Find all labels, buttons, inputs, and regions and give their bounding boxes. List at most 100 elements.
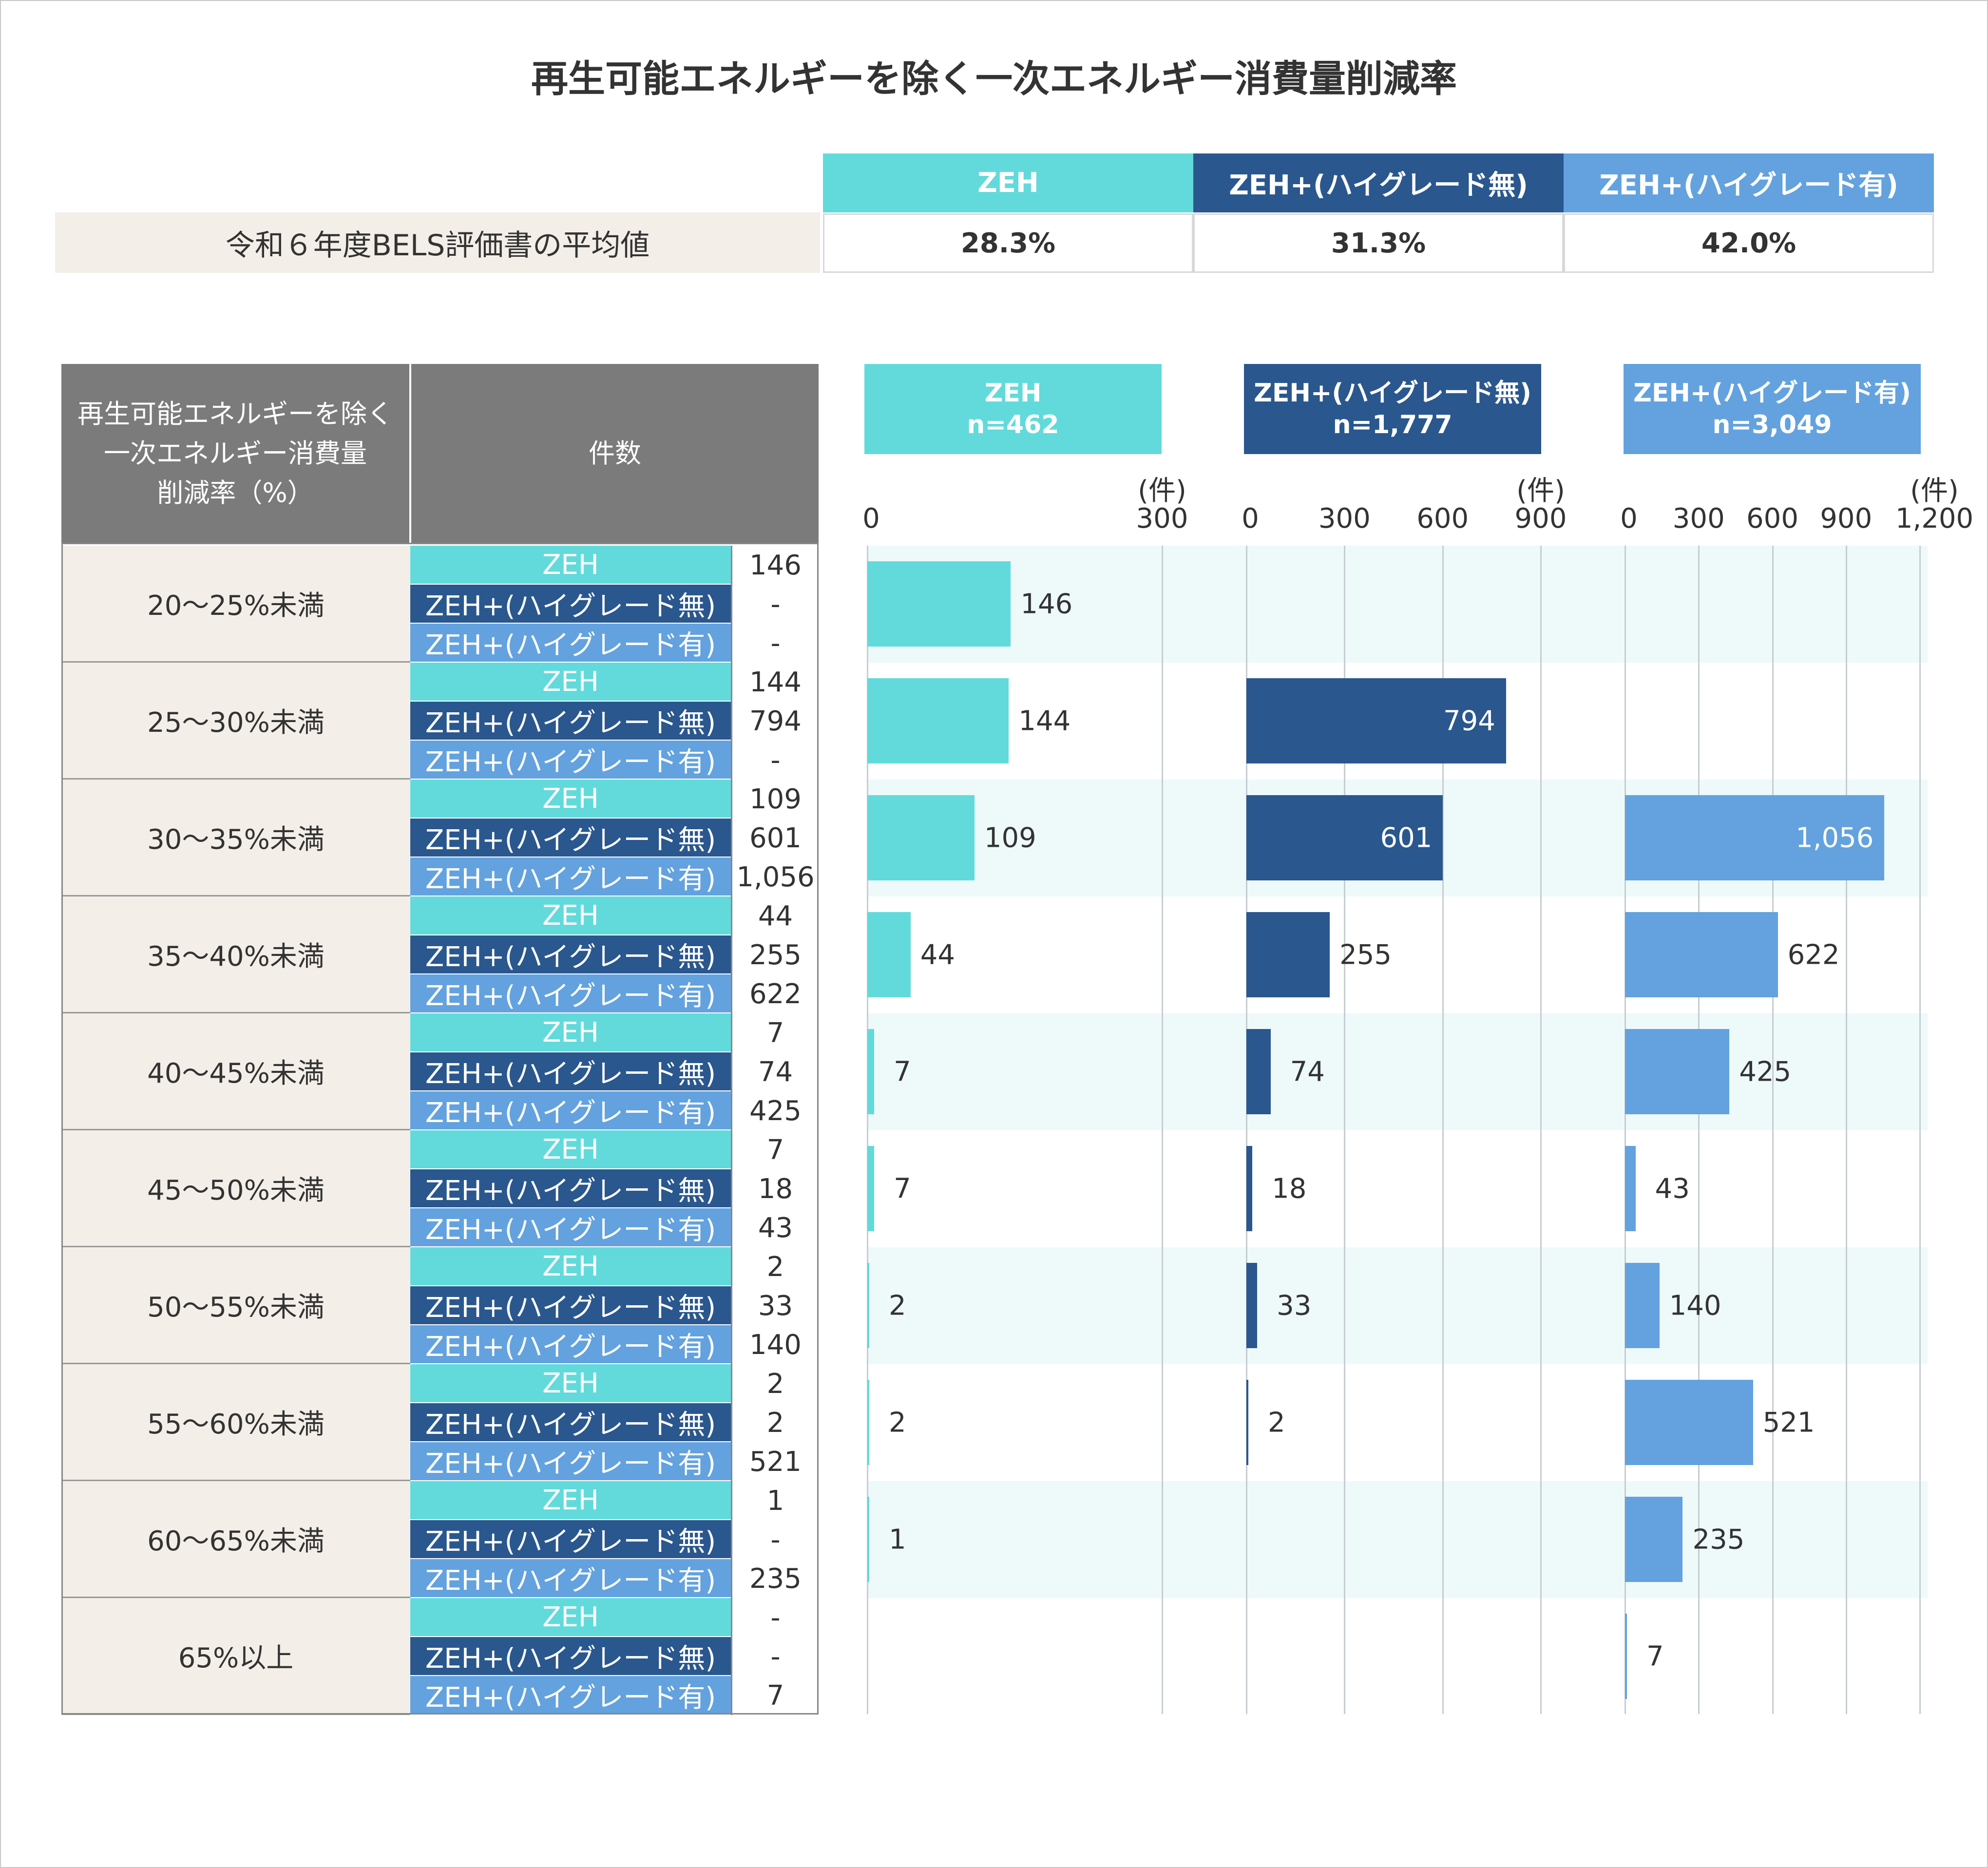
subcategory-label: ZEH+(ハイグレード有) (410, 1559, 731, 1598)
subcategory-label: ZEH+(ハイグレード有) (410, 1208, 731, 1247)
count-cell: 2 (731, 1247, 819, 1286)
grid-line (1442, 546, 1444, 1714)
count-cell: 33 (731, 1286, 819, 1325)
count-cell: 74 (731, 1052, 819, 1091)
table-header-rate-line: 一次エネルギー消費量 (104, 438, 367, 469)
count-cell: - (731, 741, 819, 780)
x-tick-label: 600 (1416, 503, 1469, 534)
subcategory-label: ZEH+(ハイグレード有) (410, 624, 731, 663)
subcategory-label: ZEH (410, 1247, 731, 1286)
grid-line (1772, 546, 1774, 1714)
panel-n-label: n=3,049 (1712, 410, 1832, 439)
subcategory-label: ZEH+(ハイグレード有) (410, 1091, 731, 1130)
bar-value-label: 146 (1020, 588, 1073, 620)
bar-value-label: 601 (1380, 822, 1433, 854)
grid-line (1344, 546, 1346, 1714)
grid-line (1246, 546, 1247, 1714)
count-cell: 601 (731, 819, 819, 858)
count-cell: 622 (731, 974, 819, 1013)
panel-n-label: n=1,777 (1333, 410, 1453, 439)
subcategory-label: ZEH+(ハイグレード無) (410, 1637, 731, 1676)
count-cell: 425 (731, 1091, 819, 1130)
subcategory-label: ZEH+(ハイグレード無) (410, 585, 731, 624)
bar-value-label: 44 (920, 939, 955, 971)
count-cell: 7 (731, 1013, 819, 1052)
x-tick-label: 0 (862, 503, 880, 534)
bar-zeh-plus-no-hg (1246, 1380, 1248, 1465)
x-tick-label: 300 (1672, 503, 1725, 534)
bar-value-label: 109 (984, 822, 1036, 854)
x-unit-label: (件) (1516, 475, 1565, 507)
row-band (867, 1481, 1928, 1598)
subcategory-label: ZEH+(ハイグレード有) (410, 1676, 731, 1715)
rate-row-label: 40〜45%未満 (61, 1013, 410, 1130)
x-tick-label: 0 (1620, 503, 1638, 534)
rate-row-label: 45〜50%未満 (61, 1130, 410, 1247)
x-unit-label: (件) (1910, 475, 1959, 507)
count-cell: 255 (731, 935, 819, 974)
summary-value-zeh: 28.3% (823, 213, 1193, 273)
count-cell: 146 (731, 546, 819, 585)
bar-zeh (867, 795, 975, 880)
grid-line (1698, 546, 1700, 1714)
bar-value-label: 2 (889, 1290, 906, 1321)
panel-header-zeh-plus-no-hg: ZEH+(ハイグレード無) n=1,777 (1244, 364, 1541, 454)
bar-zeh-plus-hg (1625, 912, 1778, 997)
subcategory-label: ZEH (410, 1013, 731, 1052)
subcategory-label: ZEH (410, 1130, 731, 1169)
subcategory-label: ZEH+(ハイグレード有) (410, 741, 731, 780)
x-tick-label: 0 (1242, 503, 1259, 534)
count-cell: 2 (731, 1403, 819, 1442)
grid-line (867, 546, 868, 1714)
count-cell: 44 (731, 896, 819, 935)
bar-value-label: 521 (1762, 1407, 1815, 1438)
panel-series-name: ZEH+(ハイグレード無) (1254, 378, 1531, 408)
count-cell: - (731, 1637, 819, 1676)
subcategory-label: ZEH (410, 896, 731, 935)
row-band (867, 1247, 1928, 1364)
x-tick-label: 300 (1318, 503, 1371, 534)
count-cell: 7 (731, 1676, 819, 1715)
bar-zeh (867, 1263, 870, 1348)
bar-zeh (867, 1497, 869, 1582)
grid-line (1540, 546, 1542, 1714)
subcategory-label: ZEH+(ハイグレード有) (410, 858, 731, 896)
count-cell: 235 (731, 1559, 819, 1598)
subcategory-label: ZEH+(ハイグレード有) (410, 1442, 731, 1481)
rate-row-label: 50〜55%未満 (61, 1247, 410, 1364)
bar-value-label: 1,056 (1796, 822, 1874, 854)
bar-zeh (867, 678, 1009, 763)
subcategory-label: ZEH (410, 780, 731, 819)
x-tick-label: 900 (1514, 503, 1567, 534)
bar-value-label: 43 (1655, 1173, 1690, 1204)
x-tick-label: 600 (1746, 503, 1798, 534)
x-unit-label: (件) (1138, 475, 1186, 507)
summary-header-zeh-plus-hg: ZEH+(ハイグレード有) (1564, 153, 1934, 212)
subcategory-label: ZEH+(ハイグレード無) (410, 1520, 731, 1559)
bar-zeh-plus-no-hg (1246, 1263, 1258, 1348)
count-cell: 1,056 (731, 858, 819, 896)
bar-zeh-plus-hg (1625, 795, 1885, 880)
table-header-rate: 再生可能エネルギーを除く 一次エネルギー消費量 削減率（%） (61, 364, 409, 543)
x-tick-label: 300 (1136, 503, 1188, 534)
subcategory-label: ZEH+(ハイグレード無) (410, 819, 731, 858)
panel-header-zeh: ZEH n=462 (864, 364, 1162, 454)
count-cell: 521 (731, 1442, 819, 1481)
subcategory-label: ZEH+(ハイグレード無) (410, 1403, 731, 1442)
count-cell: 144 (731, 663, 819, 702)
bar-value-label: 33 (1277, 1290, 1312, 1321)
bar-zeh-plus-hg (1625, 1497, 1683, 1582)
count-cell: 7 (731, 1130, 819, 1169)
count-cell: - (731, 1520, 819, 1559)
x-tick-label: 1,200 (1895, 503, 1974, 534)
bar-zeh-plus-no-hg (1246, 678, 1506, 763)
table-header-count: 件数 (411, 364, 819, 543)
bar-zeh-plus-hg (1625, 1614, 1627, 1699)
count-cell: 2 (731, 1364, 819, 1403)
count-cell: - (731, 624, 819, 663)
subcategory-label: ZEH (410, 1364, 731, 1403)
bar-value-label: 794 (1443, 705, 1495, 737)
summary-value-zeh-plus-no-hg: 31.3% (1193, 213, 1564, 273)
bar-value-label: 7 (894, 1173, 911, 1204)
